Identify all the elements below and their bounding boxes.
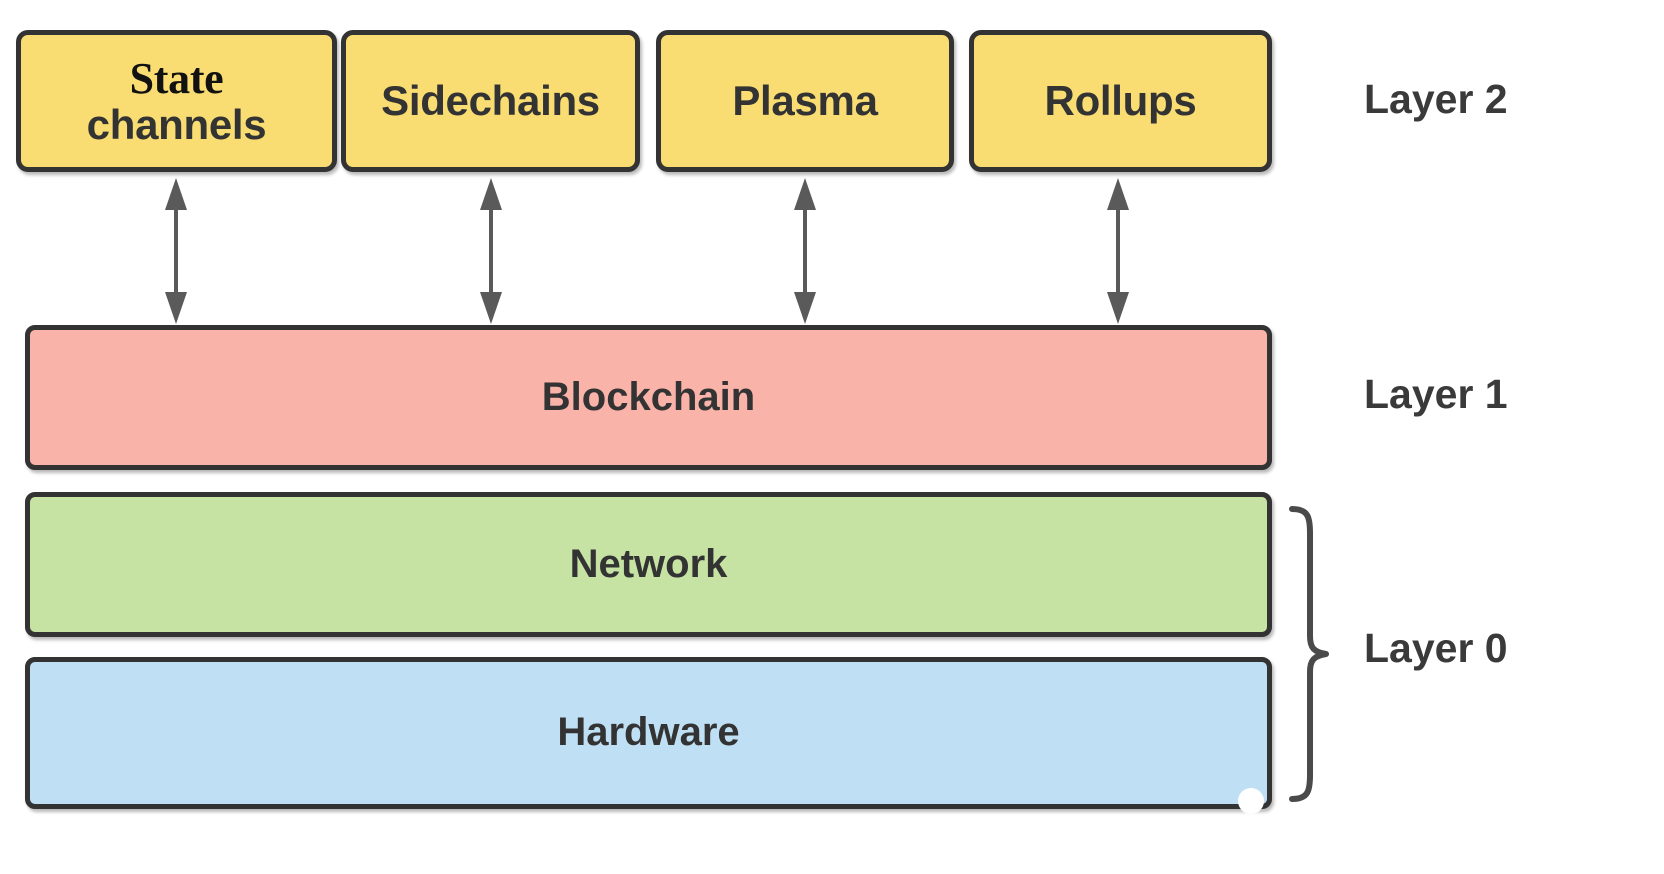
double-arrow-sidechains-to-blockchain — [480, 178, 502, 324]
layer-label-layer-0: Layer 0 — [1364, 625, 1508, 671]
double-arrow-plasma-to-blockchain — [794, 178, 816, 324]
hardware-bar-corner-artifact — [1238, 788, 1264, 814]
card-label-line-2: channels — [86, 101, 267, 149]
card-label-line-1: Plasma — [732, 77, 878, 125]
layer-label-layer-1: Layer 1 — [1364, 371, 1508, 417]
layer0-curly-brace — [1289, 506, 1329, 802]
double-arrow-state-channels-to-blockchain — [165, 178, 187, 324]
double-arrow-rollups-to-blockchain — [1107, 178, 1129, 324]
layer2-card-plasma[interactable]: Plasma — [656, 30, 954, 172]
layer0-bar-hardware[interactable]: Hardware — [25, 657, 1272, 809]
bar-label: Hardware — [557, 710, 740, 755]
layer2-card-sidechains[interactable]: Sidechains — [341, 30, 640, 172]
layer1-bar-blockchain[interactable]: Blockchain — [25, 325, 1272, 470]
layer2-card-state-channels[interactable]: State channels — [16, 30, 337, 172]
card-label-line-1: Sidechains — [381, 77, 600, 125]
layer-label-layer-2: Layer 2 — [1364, 76, 1508, 122]
card-label-line-1: State — [129, 53, 224, 103]
card-label-line-1: Rollups — [1044, 77, 1197, 125]
layer2-card-rollups[interactable]: Rollups — [969, 30, 1272, 172]
bar-label: Network — [569, 541, 728, 586]
bar-label: Blockchain — [541, 374, 756, 419]
layer0-bar-network[interactable]: Network — [25, 492, 1272, 637]
